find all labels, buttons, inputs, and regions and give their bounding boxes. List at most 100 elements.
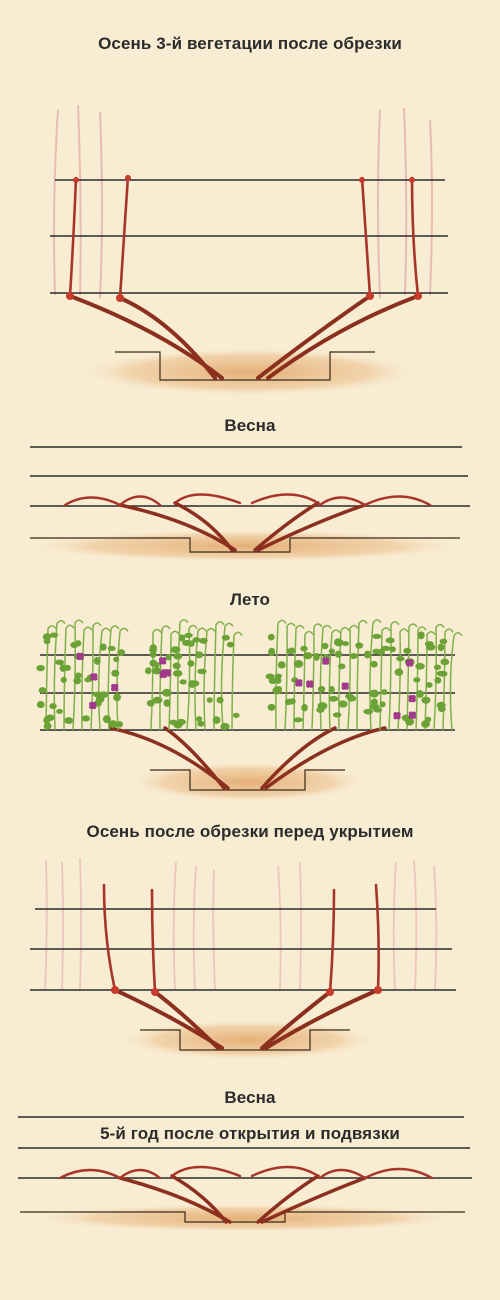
leaf bbox=[188, 640, 195, 647]
leaf bbox=[165, 654, 172, 661]
leaf bbox=[293, 717, 303, 723]
cane-knots bbox=[111, 986, 382, 996]
leaf bbox=[70, 641, 79, 649]
leaf bbox=[99, 643, 107, 651]
leaf bbox=[413, 677, 421, 683]
shoot bbox=[388, 620, 400, 731]
leaf bbox=[355, 642, 364, 649]
leaf bbox=[36, 700, 45, 709]
stage2-illustration bbox=[25, 446, 470, 562]
leaf bbox=[60, 676, 67, 683]
soil-mound bbox=[118, 1020, 378, 1060]
leaf bbox=[194, 651, 204, 659]
leaf bbox=[54, 659, 65, 665]
leaf bbox=[152, 696, 163, 704]
leaf bbox=[173, 653, 183, 660]
leaf bbox=[415, 662, 425, 670]
leaf bbox=[184, 632, 193, 638]
grape bbox=[411, 714, 417, 719]
grape bbox=[93, 676, 98, 681]
leaf bbox=[293, 659, 304, 668]
leaf bbox=[425, 682, 433, 688]
leaf bbox=[272, 686, 282, 695]
leaf bbox=[192, 637, 201, 643]
grape bbox=[114, 686, 119, 692]
grape bbox=[408, 662, 414, 667]
soil-mound bbox=[25, 530, 465, 562]
shoot bbox=[293, 624, 305, 731]
leaf bbox=[149, 644, 158, 652]
vine-trunks bbox=[113, 988, 380, 1050]
grape bbox=[411, 697, 416, 703]
shoot bbox=[176, 618, 189, 731]
leaf bbox=[338, 700, 348, 708]
leaf bbox=[275, 677, 282, 684]
stage-title-spring-2: Весна bbox=[224, 1088, 276, 1107]
leaf bbox=[370, 660, 378, 668]
leaf bbox=[178, 634, 186, 642]
shoot bbox=[194, 627, 207, 731]
leaf bbox=[102, 715, 112, 724]
leaf bbox=[301, 704, 308, 712]
tied-canes bbox=[58, 1165, 434, 1180]
leaf bbox=[385, 637, 395, 644]
leaf bbox=[440, 658, 450, 666]
leaf bbox=[277, 661, 286, 669]
leaf bbox=[116, 721, 124, 728]
leaf bbox=[117, 649, 126, 656]
leaf bbox=[321, 642, 329, 650]
cane-knots bbox=[66, 175, 422, 302]
leaf bbox=[267, 703, 276, 711]
leaf bbox=[56, 708, 63, 714]
leaf bbox=[372, 633, 382, 639]
leaf bbox=[113, 656, 120, 663]
soil-line bbox=[115, 351, 375, 381]
pruned-canes bbox=[44, 857, 438, 991]
stage-title-autumn-before-cover: Осень после обрезки перед укрытием bbox=[86, 822, 414, 841]
shoot bbox=[406, 623, 418, 731]
soil-mound bbox=[80, 348, 420, 396]
shoot bbox=[213, 621, 225, 731]
leaf bbox=[328, 648, 335, 655]
leaf bbox=[433, 664, 442, 670]
grape bbox=[161, 660, 167, 665]
soil-line bbox=[20, 1211, 465, 1223]
leaf bbox=[49, 703, 57, 710]
leaf bbox=[107, 645, 116, 651]
leaf bbox=[405, 717, 415, 726]
leaf bbox=[179, 679, 187, 685]
leaf bbox=[425, 644, 436, 651]
shoot bbox=[231, 631, 243, 731]
leaf bbox=[43, 722, 52, 730]
leaf bbox=[334, 650, 343, 658]
leaf bbox=[287, 698, 296, 705]
grape bbox=[325, 660, 330, 665]
shoot bbox=[433, 623, 445, 731]
grape bbox=[344, 685, 349, 690]
leaf bbox=[197, 668, 207, 675]
leaf bbox=[172, 662, 181, 670]
vine-trunks bbox=[118, 1174, 367, 1224]
leaf bbox=[268, 677, 277, 685]
vine-trunks bbox=[108, 726, 387, 790]
leaf bbox=[436, 701, 446, 709]
shoot bbox=[328, 629, 341, 731]
leaf bbox=[113, 693, 121, 702]
leaf bbox=[45, 714, 55, 721]
grape bbox=[79, 655, 84, 661]
stage5-illustration bbox=[18, 1116, 472, 1232]
leaf bbox=[81, 715, 90, 722]
leaf bbox=[64, 664, 71, 671]
shoot bbox=[369, 619, 382, 731]
shoot bbox=[159, 625, 171, 731]
leaf bbox=[95, 695, 105, 703]
leaf bbox=[396, 655, 405, 662]
leaf bbox=[146, 699, 155, 707]
leaf bbox=[149, 650, 157, 658]
shoot bbox=[116, 627, 129, 731]
leaf bbox=[381, 689, 388, 696]
leaf bbox=[317, 685, 326, 693]
leaf bbox=[169, 719, 178, 726]
leaf bbox=[421, 720, 430, 728]
